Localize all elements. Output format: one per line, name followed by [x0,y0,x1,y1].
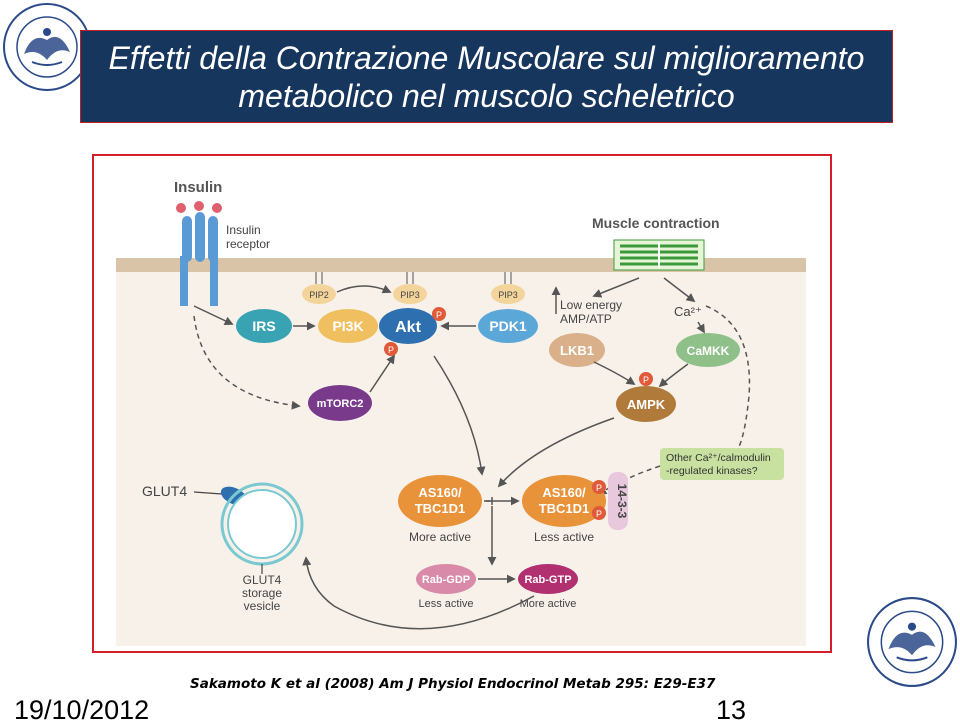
pip3-label-a: PIP3 [400,290,420,300]
ampk-label: AMPK [627,397,666,412]
mtorc2-node: mTORC2 [308,385,372,421]
low-energy-label-1: Low energy [560,298,622,312]
ampk-phospho: P [639,372,653,386]
as160-more-active-label: More active [409,530,471,544]
irs-label: IRS [252,318,275,334]
insulin-molecule-3 [212,203,222,213]
akt-node: Akt [379,308,437,344]
rab-gtp-node: Rab-GTP [518,564,578,594]
slide-number: 13 [716,695,747,721]
slide-title-line-1: Effetti della Contrazione Muscolare sul … [108,39,865,76]
vesicle-label-2: storage [242,586,282,600]
insulin-molecule-1 [176,203,186,213]
lkb1-node: LKB1 [549,333,605,367]
insulin-molecule-2 [194,201,204,211]
slide-title-box: Effetti della Contrazione Muscolare sul … [80,30,893,123]
vesicle-label-1: GLUT4 [243,573,282,587]
rab-gtp-label: Rab-GTP [524,574,571,586]
pathway-figure-frame: Insulin Insulin receptor Muscle contract… [92,154,832,653]
akt-phospho-top: P [432,307,446,321]
phospho-label-1: P [436,310,442,320]
phospho-label-2: P [388,345,394,355]
citation-text: Sakamoto K et al (2008) Am J Physiol End… [190,676,716,692]
pip3-lipid-a: PIP3 [393,272,427,304]
glut4-pathway-diagram: Insulin Insulin receptor Muscle contract… [116,179,806,646]
as160-active-node: AS160/ TBC1D1 [398,475,482,527]
glut4-storage-vesicle [220,482,304,566]
insulin-receptor [180,212,218,306]
as160-active-label-1: AS160/ [418,485,462,500]
akt-phospho-bottom: P [384,342,398,356]
pip3-label-b: PIP3 [498,290,518,300]
pi3k-node: PI3K [318,309,378,343]
other-kinases-label-2: -regulated kinases? [666,465,758,477]
camkk-node: CaMKK [676,333,740,367]
glut4-label: GLUT4 [142,483,187,499]
pip2-lipid: PIP2 [302,272,336,304]
camkk-label: CaMKK [687,344,730,358]
insulin-receptor-label-2: receptor [226,237,270,251]
akt-label: Akt [395,319,421,336]
vesicle-label-3: vesicle [244,599,281,613]
rab-gdp-label: Rab-GDP [422,574,470,586]
irs-node: IRS [236,309,292,343]
insulin-receptor-label-1: Insulin [226,223,261,237]
phospho-label-4: P [596,483,602,493]
lkb1-label: LKB1 [560,343,594,358]
slide-title-line-2: metabolico nel muscolo scheletrico [238,77,735,114]
as160-less-label-2: TBC1D1 [539,501,590,516]
phospho-label-3: P [643,375,649,385]
pdk1-label: PDK1 [489,318,527,334]
muscle-contraction-label: Muscle contraction [592,215,720,231]
low-energy-label-2: AMP/ATP [560,312,612,326]
pip2-label: PIP2 [309,290,329,300]
university-logo-top [2,2,92,92]
rab-gtp-state-label: More active [520,598,577,610]
phospho-label-5: P [596,509,602,519]
as160-phospho-2: P [592,506,606,520]
as160-phospho-1: P [592,480,606,494]
protein-1433-label: 14-3-3 [615,484,629,519]
slide-date: 19/10/2012 [14,695,150,721]
ampk-node: AMPK [616,386,676,422]
as160-less-active-node: AS160/ TBC1D1 [522,475,606,527]
other-kinases-box: Other Ca²⁺/calmodulin -regulated kinases… [660,448,784,480]
as160-less-active-label: Less active [534,530,594,544]
pip3-lipid-b: PIP3 [491,272,525,304]
myofibril-icon [613,239,705,271]
insulin-label: Insulin [174,179,222,196]
university-seal-icon [3,3,91,91]
as160-active-label-2: TBC1D1 [415,501,466,516]
as160-less-label-1: AS160/ [542,485,586,500]
calcium-label: Ca²⁺ [674,304,702,319]
pi3k-label: PI3K [332,318,363,334]
rab-gdp-state-label: Less active [418,598,473,610]
pdk1-node: PDK1 [478,309,538,343]
mtorc2-label: mTORC2 [317,398,364,410]
university-seal-icon [867,597,957,687]
rab-gdp-node: Rab-GDP [416,564,476,594]
university-logo-bottom [866,596,958,688]
other-kinases-label-1: Other Ca²⁺/calmodulin [666,452,771,464]
protein-14-3-3: 14-3-3 [608,472,629,530]
